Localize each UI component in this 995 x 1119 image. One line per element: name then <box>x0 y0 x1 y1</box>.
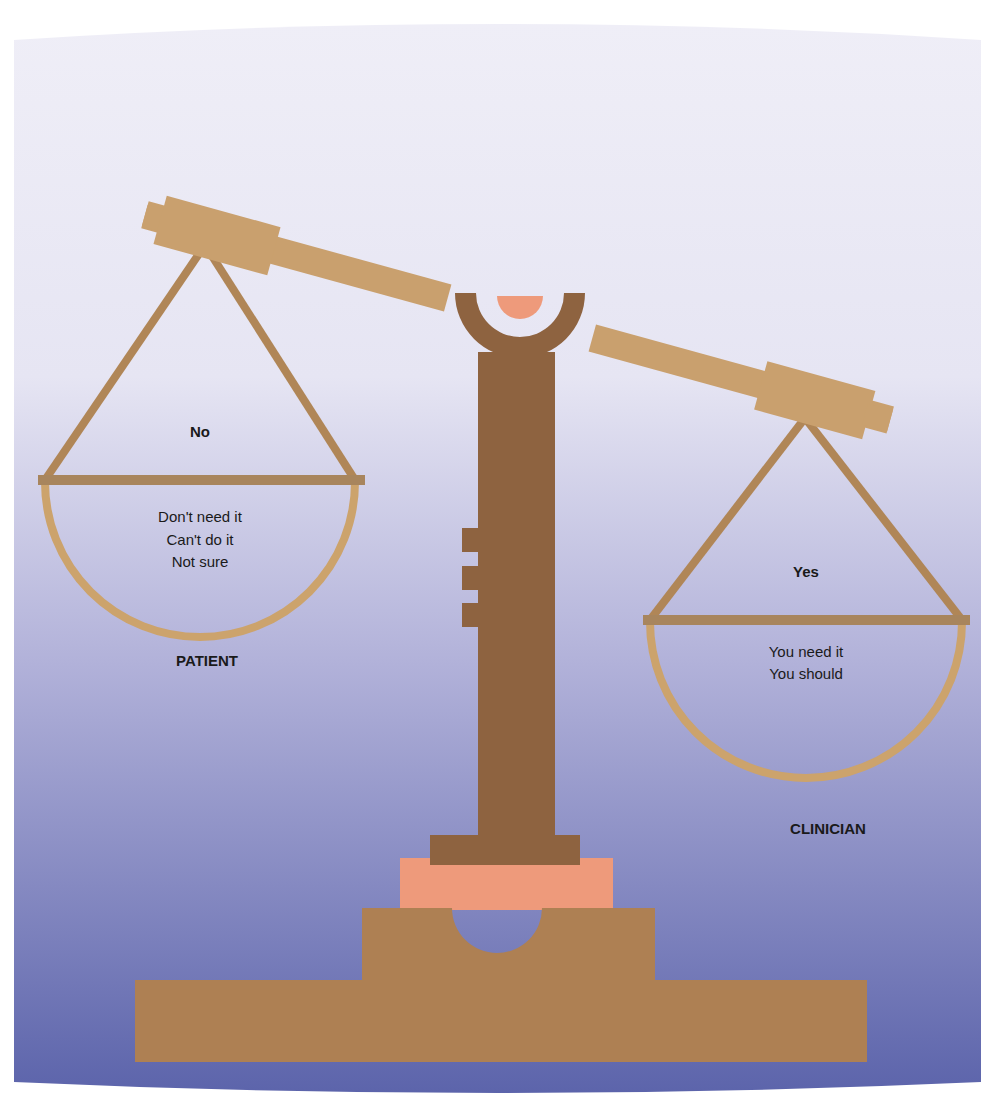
pan-bar <box>38 475 365 485</box>
scale-pan: YesYou need it You should <box>640 410 974 805</box>
scale-pan: NoDon't need it Can't do it Not sure <box>36 238 368 643</box>
pan-item: Don't need it <box>80 508 320 526</box>
pan-outline <box>36 238 368 643</box>
pan-string <box>805 418 962 620</box>
pan-item: Not sure <box>80 553 320 571</box>
pan-item: Can't do it <box>80 531 320 549</box>
pan-string <box>650 418 805 620</box>
pan-item: You should <box>686 665 926 683</box>
pivot <box>497 296 543 319</box>
side-label: PATIENT <box>176 652 238 669</box>
base-plate <box>430 835 580 865</box>
base-middle <box>362 908 655 982</box>
pan-heading: Yes <box>686 563 926 581</box>
background-shape <box>14 24 981 1093</box>
beam-end-right <box>862 403 893 431</box>
pan-heading: No <box>80 423 320 441</box>
pan-outline <box>640 410 974 805</box>
side-label: CLINICIAN <box>790 820 866 837</box>
collar <box>462 528 554 552</box>
pan-string <box>45 245 205 480</box>
column <box>478 352 555 838</box>
collar <box>462 603 554 627</box>
pivot-arc <box>455 293 585 358</box>
base-pad <box>400 858 613 910</box>
pan-bowl <box>650 622 962 778</box>
beam-block-right <box>754 361 875 439</box>
pan-item: You need it <box>686 643 926 661</box>
beam-block-left <box>153 196 280 276</box>
base-bottom <box>135 980 867 1062</box>
collar <box>462 566 554 590</box>
pan-bowl <box>45 482 355 637</box>
pan-bar <box>643 615 970 625</box>
